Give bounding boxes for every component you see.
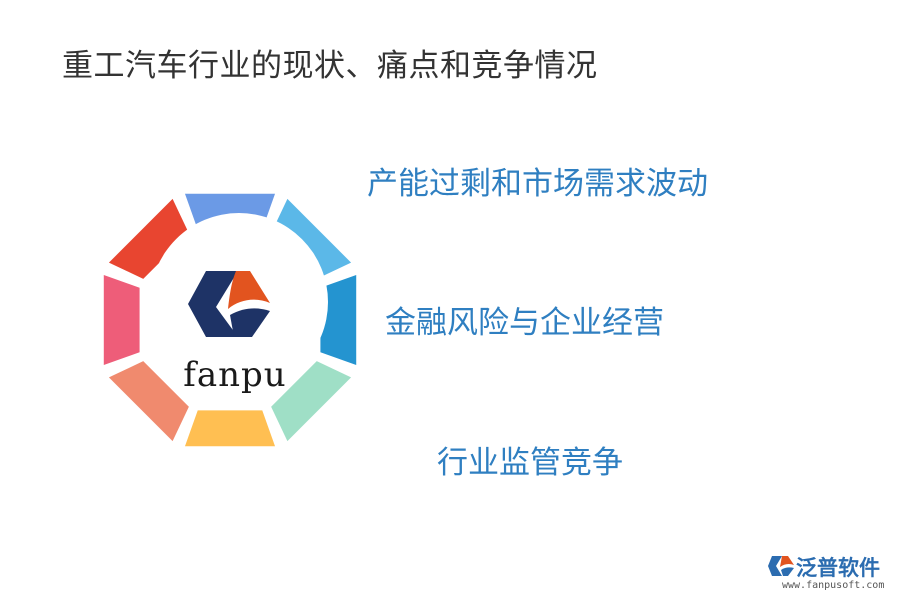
ring-segment (320, 274, 357, 366)
fanpu-logo-icon (186, 267, 272, 341)
ring-segment (184, 410, 276, 447)
logo-navy-shape (188, 271, 238, 337)
brand-watermark: 泛普软件 www.fanpusoft.com (768, 552, 892, 596)
brand-url: www.fanpusoft.com (782, 580, 885, 591)
ring-segment (108, 198, 189, 279)
point-regulation: 行业监管竞争 (437, 445, 623, 481)
ring-segment (271, 198, 352, 279)
ring-segment (103, 274, 140, 366)
brand-logo-icon (768, 556, 794, 576)
ring-segment (108, 361, 189, 442)
logo-orange-shape (228, 271, 270, 309)
ring-segment (271, 361, 352, 442)
logo-text: fanpu (183, 355, 287, 395)
logo-navy-lower-shape (230, 308, 270, 337)
brand-name: 泛普软件 (796, 556, 880, 580)
point-financial-risk: 金融风险与企业经营 (385, 305, 664, 341)
point-overcapacity: 产能过剩和市场需求波动 (367, 166, 708, 202)
page-title: 重工汽车行业的现状、痛点和竞争情况 (62, 48, 598, 84)
